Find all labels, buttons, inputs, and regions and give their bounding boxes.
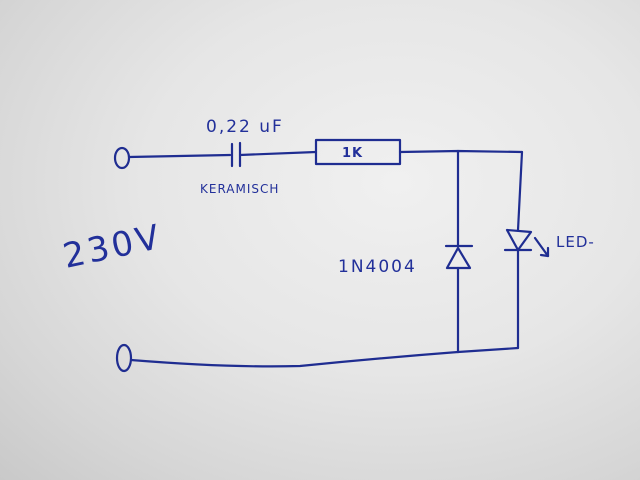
- capacitor-value-label: 0,22 uF: [206, 117, 284, 137]
- wire-capacitor-to-resistor: [238, 150, 318, 157]
- wire-terminal-to-capacitor: [127, 153, 232, 159]
- input-terminal-top: [113, 146, 131, 170]
- wire-resistor-to-junction: [398, 149, 524, 154]
- led-label: LED-: [556, 233, 595, 251]
- wire-branch-join-bottom: [456, 346, 520, 354]
- led-arrow-line: [533, 236, 550, 258]
- led-arrow-head-icon: [539, 246, 550, 258]
- diode-1n4004: [444, 244, 474, 270]
- capacitor: [230, 141, 242, 168]
- input-terminal-bottom: [115, 343, 133, 373]
- resistor-value-label: 1K: [342, 146, 363, 161]
- led-triangle: [505, 228, 533, 252]
- wire-return-to-terminal: [129, 350, 460, 368]
- diode-part-label: 1N4004: [338, 257, 417, 277]
- supply-voltage-label: 230V: [60, 217, 166, 277]
- diode-triangle: [445, 246, 472, 270]
- capacitor-type-label: KERAMISCH: [200, 182, 279, 196]
- wire-led-branch-top: [516, 150, 524, 232]
- led: [503, 228, 550, 258]
